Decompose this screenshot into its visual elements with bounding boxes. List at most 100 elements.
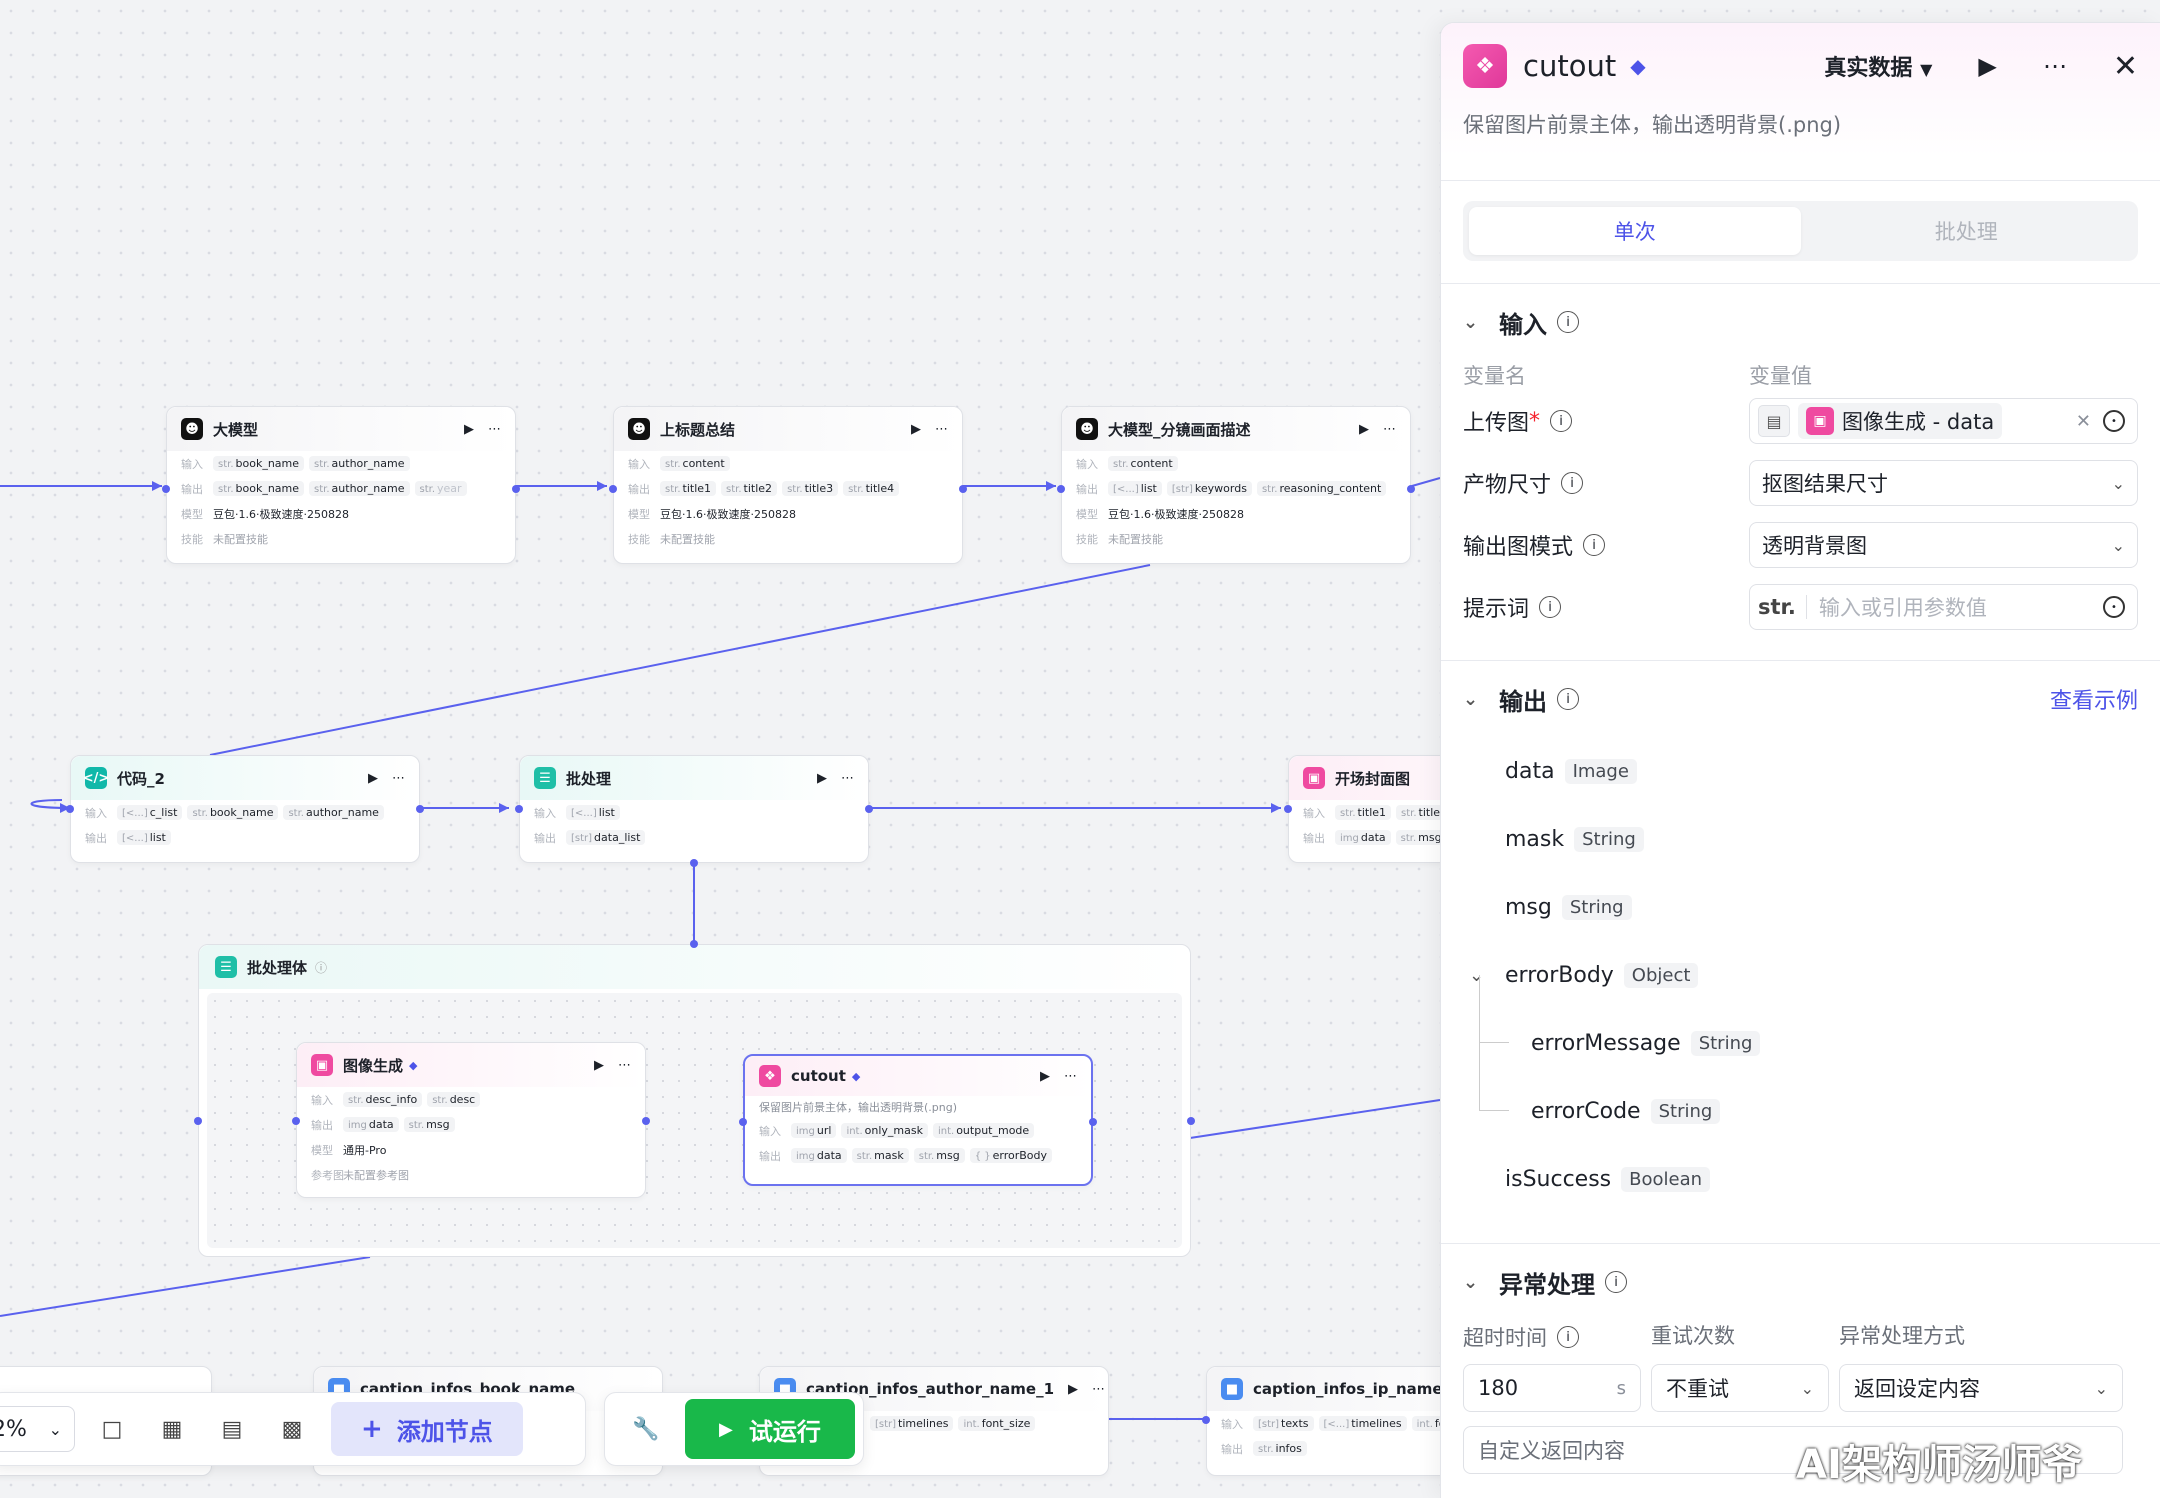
play-icon[interactable]: ▶ [1040,1068,1050,1084]
tab-batch[interactable]: 批处理 [1934,220,1998,244]
node-llm[interactable]: ☻ 大模型 ▶ ⋯ 输入 str.book_name str.author_na… [162,406,520,564]
node-title: 大模型_分镜画面描述 [1108,420,1251,439]
custom-return-field[interactable]: 自定义返回内容 [1463,1426,2123,1474]
input-port[interactable] [194,1117,202,1125]
input-port[interactable] [66,805,74,813]
field-label: 产物尺寸 [1463,473,1552,498]
play-icon[interactable]: ▶ [1359,421,1369,437]
batch-body-port[interactable] [690,859,698,867]
chevron-down-icon[interactable]: ⌄ [1463,311,1479,333]
output-port[interactable] [1187,1117,1195,1125]
premium-badge-icon: ◆ [851,1069,861,1083]
output-label: 输出 [1221,1442,1243,1456]
comment-icon[interactable]: □ [101,1416,123,1442]
input-port[interactable] [1284,805,1292,813]
input-port[interactable] [609,485,617,493]
retry-select[interactable]: 不重试⌄ [1651,1364,1829,1412]
more-icon[interactable]: ⋯ [935,421,948,437]
play-icon[interactable]: ▶ [1068,1381,1079,1397]
layout-icon[interactable]: ▦ [161,1416,183,1442]
edge [0,1256,371,1317]
node-cutout[interactable]: ❖ cutout ◆ ▶ ⋯ 保留图片前景主体，输出透明背景(.png) 输入 … [739,1054,1097,1186]
variable-ref-icon[interactable]: • [2103,596,2125,618]
output-mode-select[interactable]: 透明背景图 ⌄ [1749,522,2138,568]
input-port[interactable] [1057,485,1065,493]
chevron-down-icon[interactable]: ⌄ [1463,688,1479,710]
exception-mode-select[interactable]: 返回设定内容⌄ [1839,1364,2123,1412]
node-code-2[interactable]: </> 代码_2 ▶ ⋯ 输入 [<...]c_list str.book_na… [66,755,424,863]
more-icon[interactable]: ⋯ [618,1057,631,1073]
node-subtitle-summary[interactable]: ☻ 上标题总结 ▶ ⋯ 输入 str.content 输出 str.title1… [609,406,967,564]
model-label: 模型 [628,507,650,521]
param-chip: str.infos [1253,1441,1307,1456]
more-icon[interactable]: ⋯ [392,770,405,786]
zoom-select[interactable]: 2% ⌄ [0,1406,75,1452]
data-mode-select[interactable]: 真实数据 ▼ [1824,56,1933,81]
llm-icon: ☻ [1076,418,1098,440]
input-port[interactable] [1202,1416,1210,1424]
model-label: 模型 [311,1143,333,1157]
play-icon[interactable]: ▶ [368,770,378,786]
play-icon[interactable]: ▶ [464,421,474,437]
output-port[interactable] [959,485,967,493]
input-label: 输入 [1221,1417,1243,1431]
output-port[interactable] [416,805,424,813]
required-mark: * [1529,408,1541,434]
info-icon: i [1557,1326,1579,1348]
input-port[interactable] [739,1118,747,1126]
play-icon[interactable]: ▶ [817,770,827,786]
play-icon[interactable]: ▶ [911,421,921,437]
output-port[interactable] [1089,1118,1097,1126]
param-chip: str.title2 [1396,805,1453,820]
upload-image-field[interactable]: ▤ ▣ 图像生成 - data ✕ • [1749,398,2138,444]
wrench-icon[interactable]: 🔧 [632,1416,660,1442]
chevron-down-icon[interactable]: ⌄ [1463,1271,1479,1293]
variable-ref-icon[interactable]: • [2103,410,2125,432]
output-port[interactable] [1407,485,1415,493]
clear-icon[interactable]: ✕ [2075,410,2091,432]
param-chip: str.author_name [283,805,384,820]
play-icon[interactable]: ▶ [594,1057,604,1073]
canvas-toolbar: 2% ⌄ □ ▦ ▤ ▩ + 添加节点 [0,1392,586,1466]
more-icon[interactable]: ⋯ [1383,421,1396,437]
output-port[interactable] [642,1117,650,1125]
close-icon[interactable]: ✕ [2112,48,2138,84]
input-port[interactable] [292,1117,300,1125]
more-icon[interactable]: ⋯ [488,421,501,437]
field-label: 上传图 [1463,411,1530,436]
param-chip: str.content [660,456,730,471]
add-node-button[interactable]: + 添加节点 [331,1402,523,1456]
prompt-input[interactable]: str. 输入或引用参数值 • [1749,584,2138,630]
more-icon[interactable]: ⋯ [1092,1381,1106,1397]
skill-label: 技能 [1076,532,1098,546]
batch-top-port[interactable] [690,940,698,948]
image-add-icon[interactable]: ▤ [221,1416,243,1442]
minimap-icon[interactable]: ▩ [281,1416,303,1442]
input-port[interactable] [162,485,170,493]
ref-value: 未配置参考图 [343,1168,409,1182]
node-batch[interactable]: ☰ 批处理 ▶ ⋯ 输入 [<...]list 输出 [str]data_lis… [515,755,873,867]
output-port[interactable] [865,805,873,813]
tab-single[interactable]: 单次 [1469,207,1801,255]
input-port[interactable] [515,805,523,813]
output-label: 输出 [628,482,650,496]
more-icon[interactable]: ⋯ [841,770,854,786]
more-icon[interactable]: ⋯ [2042,52,2067,80]
edge [30,799,71,809]
output-size-select[interactable]: 抠图结果尺寸 ⌄ [1749,460,2138,506]
more-icon[interactable]: ⋯ [1064,1068,1077,1084]
view-example-link[interactable]: 查看示例 [2049,689,2138,714]
node-image-generation[interactable]: ▣ 图像生成 ◆ ▶ ⋯ 输入 str.desc_info str.desc 输… [292,1042,650,1198]
skill-value: 未配置技能 [1108,532,1163,546]
run-node-icon[interactable]: ▶ [1978,52,1997,80]
test-run-button[interactable]: ▶ 试运行 [685,1399,855,1459]
param-chip: str.desc [427,1092,481,1107]
node-llm-scene-description[interactable]: ☻ 大模型_分镜画面描述 ▶ ⋯ 输入 str.content 输出 [<...… [1057,406,1415,564]
output-port[interactable] [512,485,520,493]
